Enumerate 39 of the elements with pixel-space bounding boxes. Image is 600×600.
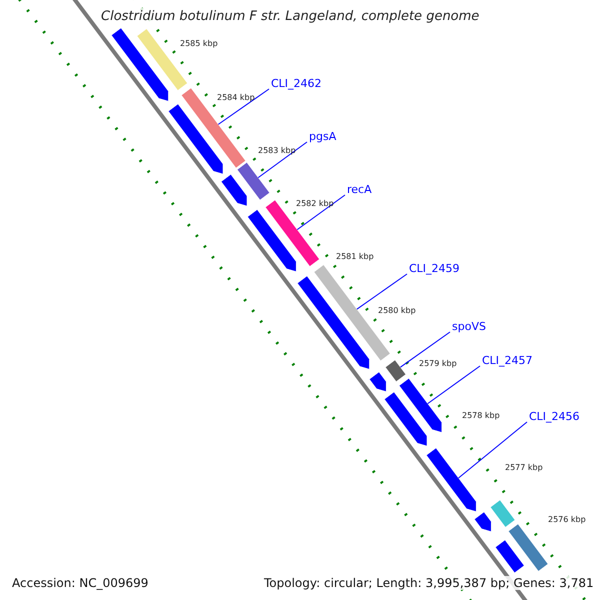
gene-label: CLI_2459 [409,262,460,276]
genome-info-text: Topology: circular; Length: 3,995,387 bp; Genes: 3,781 [262,576,596,590]
gene-feature [398,378,442,433]
gene-label: CLI_2457 [482,354,533,368]
accession-text: Accession: NC_009699 [10,576,150,590]
scale-label: 2580 kbp [378,306,416,316]
gene-feature [426,448,476,512]
scale-label: 2581 kbp [336,252,374,262]
gene-feature [495,540,524,574]
gene-label: CLI_2462 [271,77,322,90]
scale-label: 2585 kbp [180,39,218,49]
leader-line [356,274,408,310]
gene-feature [168,104,224,174]
gene-label: CLI_2456 [529,410,580,424]
gene-label: spoVS [452,320,486,334]
gene-feature [297,276,370,370]
scale-label: 2584 kbp [217,93,255,103]
gene-feature [265,200,320,267]
scale-label: 2583 kbp [258,146,296,156]
leader-line [296,194,346,230]
gene-feature [385,360,406,382]
gene-label: recA [347,183,372,196]
gene-label: pgsA [309,130,336,144]
scale-label: 2576 kbp [548,515,586,525]
leader-line [458,422,528,478]
gene-feature [369,372,386,392]
leader-line [400,332,450,368]
gene-feature [247,209,296,272]
gene-feature [111,28,169,102]
gene-feature [490,500,516,528]
gene-feature [474,512,492,532]
gene-feature [236,162,270,200]
gene-feature [220,174,248,206]
scale-label: 2577 kbp [505,463,543,473]
scale-label: 2579 kbp [419,359,457,369]
gene-feature [508,524,548,572]
scale-label: 2582 kbp [296,199,334,209]
gene-feature [384,392,428,446]
scale-label: 2578 kbp [462,411,500,421]
